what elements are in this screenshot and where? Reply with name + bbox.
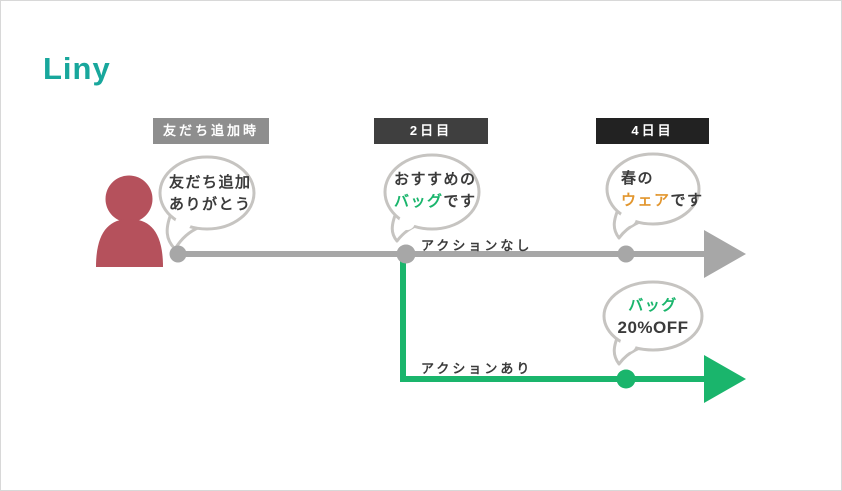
liny-logo: Liny bbox=[43, 51, 111, 86]
bubble-body bbox=[158, 155, 256, 231]
speech-bubble-day2 bbox=[383, 153, 481, 243]
bubble-tail-mask bbox=[399, 214, 415, 230]
bubble-line: 友だち追加 bbox=[169, 172, 252, 194]
timeline-node-day2 bbox=[396, 244, 416, 264]
timeline-node-day4 bbox=[617, 245, 635, 263]
speech-bubble-offer bbox=[602, 280, 704, 366]
branch-node-offer bbox=[616, 369, 636, 389]
bubble-line: バッグ bbox=[591, 295, 715, 317]
branch-arrow-icon bbox=[704, 355, 746, 403]
timeline-arrow-icon bbox=[704, 230, 746, 278]
bubble-body bbox=[605, 152, 701, 226]
speech-bubble-day4 bbox=[605, 152, 701, 240]
text-segment: おすすめの bbox=[394, 171, 477, 188]
bubble-text-day2: おすすめの バッグです bbox=[394, 169, 477, 213]
bubble-text-day4: 春の ウェアです bbox=[621, 168, 704, 212]
stage-label-friend-added: 友だち追加時 bbox=[153, 118, 269, 144]
bubble-line: 20%OFF bbox=[591, 317, 715, 339]
bubble-line: 春の bbox=[621, 168, 704, 190]
branch-label-no-action: アクションなし bbox=[421, 238, 533, 253]
bubble-tail-mask bbox=[175, 215, 191, 231]
text-segment-highlight: バッグ bbox=[394, 193, 444, 210]
bubble-tail-mask bbox=[620, 336, 636, 352]
stage-label-day4: 4日目 bbox=[596, 118, 709, 144]
bubble-tail-mask bbox=[620, 210, 636, 226]
text-segment-highlight: ウェア bbox=[621, 192, 671, 209]
stage-label-day2: 2日目 bbox=[374, 118, 488, 144]
bubble-line: バッグです bbox=[394, 191, 477, 213]
text-segment: ありがとう bbox=[169, 196, 252, 213]
text-segment: です bbox=[670, 192, 704, 209]
text-segment: 友だち追加 bbox=[169, 174, 252, 191]
bubble-line: おすすめの bbox=[394, 169, 477, 191]
bubble-line: ウェアです bbox=[621, 190, 704, 212]
timeline-node-start bbox=[169, 245, 187, 263]
person-icon bbox=[96, 175, 163, 267]
branch-label-action: アクションあり bbox=[421, 361, 533, 376]
text-segment: です bbox=[443, 193, 477, 210]
bubble-text-friend-added: 友だち追加 ありがとう bbox=[169, 172, 252, 216]
bubble-text-offer: バッグ 20%OFF bbox=[591, 295, 715, 339]
bubble-body bbox=[602, 280, 704, 352]
text-segment: 春の bbox=[621, 170, 655, 187]
bubble-line: ありがとう bbox=[169, 194, 252, 216]
branch-line bbox=[400, 254, 708, 382]
text-segment: 20%OFF bbox=[617, 318, 689, 337]
text-segment-highlight: バッグ bbox=[628, 297, 678, 314]
bubble-body bbox=[383, 153, 481, 231]
